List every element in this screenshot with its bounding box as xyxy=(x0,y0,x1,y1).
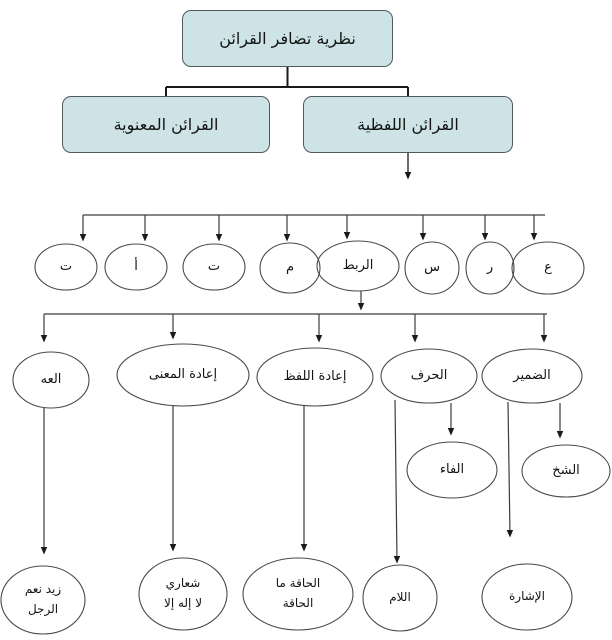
example-node-shiari: شعاري لا إله إلا xyxy=(163,576,203,610)
letter-node-2: أ xyxy=(134,259,138,275)
category-node-damir: الضمير xyxy=(513,368,551,384)
ellipse-ahd xyxy=(12,351,90,409)
ellipse-haqqa xyxy=(242,557,354,631)
ellipse-shiari xyxy=(138,557,228,631)
example-node-lam: اللام xyxy=(389,590,411,605)
example-node-haqqa: الحاقة ما الحاقة xyxy=(275,576,321,610)
ellipse-letter-1 xyxy=(34,243,98,291)
letter-node-6: س xyxy=(424,260,440,276)
category-node-iadat-maana: إعادة المعنى xyxy=(148,367,218,383)
example-node-zayd: زيد نعم الرجل xyxy=(24,582,62,616)
ellipse-letter-7 xyxy=(465,241,515,295)
category-node-iadat-lafz: إعادة اللفظ xyxy=(283,369,347,385)
subnode-faa: الفاء xyxy=(439,462,465,478)
branch-box-maanawiyya: القرائن المعنوية xyxy=(62,96,270,153)
ellipse-letter-8 xyxy=(511,241,585,295)
category-ellipses xyxy=(12,343,583,409)
ellipse-rabt xyxy=(316,240,400,292)
category-child-connectors xyxy=(40,399,564,564)
category-node-harf: الحرف xyxy=(410,368,448,384)
ellipse-damir xyxy=(481,348,583,404)
ellipse-shakh xyxy=(521,444,611,498)
subnode-ellipses xyxy=(406,441,611,499)
ellipse-lam xyxy=(362,564,438,632)
letter-node-7: ر xyxy=(486,260,494,276)
root-branch-connectors xyxy=(165,67,409,96)
ellipse-faa xyxy=(406,441,498,499)
branch-box-lafziyya: القرائن اللفظية xyxy=(303,96,513,153)
letter-node-1: ت xyxy=(59,259,73,275)
ellipse-iadat-maana xyxy=(116,343,250,407)
subnode-shakh: الشخ xyxy=(552,463,580,479)
example-node-ishara: الإشارة xyxy=(509,589,545,604)
ellipse-ishara xyxy=(481,563,573,631)
letter-node-4: م xyxy=(285,260,295,276)
letter-ellipses xyxy=(34,240,585,295)
ellipse-letter-2 xyxy=(104,243,168,291)
ellipse-letter-6 xyxy=(404,241,460,295)
rabt-fan-connectors xyxy=(40,291,548,343)
letters-fan-connectors xyxy=(79,214,545,242)
ellipse-letter-4 xyxy=(259,242,321,294)
letter-node-8: ع xyxy=(544,260,552,276)
ellipse-zayd xyxy=(0,565,86,635)
letter-node-3: ت xyxy=(207,259,221,275)
ellipse-iadat-lafz xyxy=(256,347,374,407)
ellipse-harf xyxy=(380,348,478,404)
ellipse-letter-3 xyxy=(182,243,246,291)
example-ellipses xyxy=(0,557,573,635)
category-node-ahd: العه xyxy=(40,372,62,388)
root-box: نظرية تضافر القرائن xyxy=(182,10,393,67)
rabt-node: الربط xyxy=(342,258,374,274)
